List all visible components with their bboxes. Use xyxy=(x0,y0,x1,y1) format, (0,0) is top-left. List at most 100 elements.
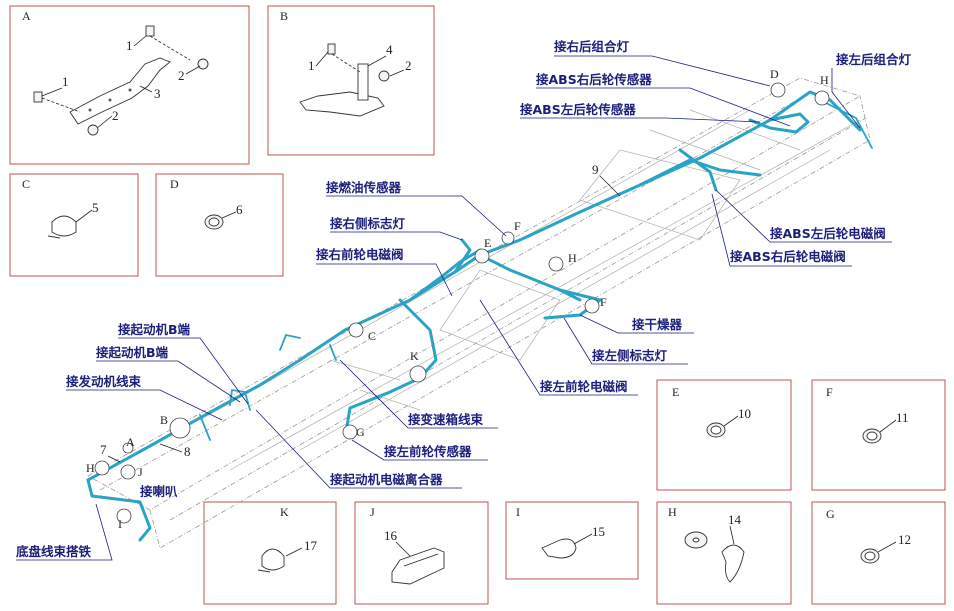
label-starter-clutch: 接起动机电磁离合器 xyxy=(330,472,443,487)
part-num-1b: 1 xyxy=(62,74,69,89)
detail-box-d: D 6 xyxy=(155,173,284,277)
detail-letter-f: F xyxy=(826,385,833,399)
callout-i xyxy=(116,508,132,524)
label-right-front-valve: 接右前轮电磁阀 xyxy=(316,247,404,262)
clamp-part-17 xyxy=(257,548,285,573)
bracket-part-3 xyxy=(69,57,171,125)
wiring-harness xyxy=(86,90,873,542)
part-num-15: 15 xyxy=(592,524,605,539)
detail-letter-b: B xyxy=(280,9,288,23)
label-starter-b1: 接起动机B端 xyxy=(118,322,191,337)
nut-part-2-bottom xyxy=(87,124,99,136)
detail-box-b: B 1 4 2 xyxy=(267,5,435,156)
label-abs-left-rear-sensor: 接ABS左后轮传感器 xyxy=(520,102,636,117)
chassis-frame xyxy=(87,77,871,549)
callout-letter-a: A xyxy=(126,435,135,449)
callout-letter-h-mid: H xyxy=(568,251,577,265)
part-num-16: 16 xyxy=(384,528,398,543)
nut-part-2-right xyxy=(197,58,209,70)
part-num-2: 2 xyxy=(405,58,412,73)
callout-letter-i: I xyxy=(118,517,122,531)
connection-labels: 接右后组合灯 接左后组合灯 接ABS右后轮传感器 接ABS左后轮传感器 接燃油传… xyxy=(16,39,912,561)
callout-h-front xyxy=(94,460,110,476)
part-num-3: 3 xyxy=(154,86,161,101)
label-gearbox-harness: 接变速箱线束 xyxy=(408,412,484,427)
detail-letter-h: H xyxy=(668,505,677,519)
bracket-plate xyxy=(299,91,385,117)
detail-letter-e: E xyxy=(672,385,679,399)
callout-k xyxy=(409,365,427,383)
callout-letter-h-rear: H xyxy=(820,73,829,87)
bolt-part-1-top xyxy=(145,25,155,37)
bolt-part-1 xyxy=(327,43,336,55)
label-left-side-marker: 接左侧标志灯 xyxy=(592,348,668,363)
detail-box-j: J 16 xyxy=(354,501,489,605)
callout-letter-h-front: H xyxy=(86,461,95,475)
label-right-rear-lamp: 接右后组合灯 xyxy=(554,39,630,54)
detail-letter-g: G xyxy=(826,507,835,521)
bolt-part-1-left xyxy=(33,91,43,103)
detail-box-i: I 15 xyxy=(505,501,639,580)
label-fuel-sensor: 接燃油传感器 xyxy=(326,180,402,195)
callout-f-right xyxy=(584,298,600,314)
detail-letter-j: J xyxy=(370,505,375,519)
callout-j xyxy=(120,464,136,480)
part-num-6: 6 xyxy=(236,202,243,217)
callout-h-rear xyxy=(814,90,830,106)
callout-letter-e: E xyxy=(484,236,491,250)
detail-box-g: G 12 xyxy=(811,501,946,605)
label-abs-left-rear-valve: 接ABS左后轮电磁阀 xyxy=(770,226,886,241)
bracket-part-4 xyxy=(357,63,369,101)
label-horn: 接喇叭 xyxy=(140,484,178,499)
callout-letter-k: K xyxy=(410,349,419,363)
label-abs-right-rear-sensor: 接ABS右后轮传感器 xyxy=(536,72,652,87)
label-right-side-marker: 接右侧标志灯 xyxy=(330,216,406,231)
nut-part-2 xyxy=(378,70,390,82)
callout-c xyxy=(348,322,364,338)
detail-letter-i: I xyxy=(516,505,520,519)
part-num-12: 12 xyxy=(898,532,911,547)
part-num-11: 11 xyxy=(896,410,909,425)
label-left-front-valve: 接左前轮电磁阀 xyxy=(540,379,628,394)
callout-letter-g: G xyxy=(356,425,365,439)
label-left-front-sensor: 接左前轮传感器 xyxy=(384,444,472,459)
part-num-4: 4 xyxy=(386,42,393,57)
callout-letter-f-right: F xyxy=(600,295,607,309)
detail-letter-a: A xyxy=(22,9,31,23)
detail-box-c: C 5 xyxy=(9,173,139,277)
detail-box-k: K 17 xyxy=(203,501,337,605)
label-chassis-ground: 底盘线束搭铁 xyxy=(16,544,92,559)
callout-e xyxy=(474,248,490,264)
part-num-1a: 1 xyxy=(126,38,133,53)
clamp-part-5 xyxy=(47,215,77,239)
callout-markers: D H E F H F C K G B A H J I xyxy=(86,67,830,531)
label-abs-right-rear-valve: 接ABS右后轮电磁阀 xyxy=(730,249,846,264)
part-num-5: 5 xyxy=(92,200,99,215)
callout-d xyxy=(770,82,786,98)
callout-letter-f-top: F xyxy=(514,219,521,233)
callout-b xyxy=(169,417,191,439)
part-num-2a: 2 xyxy=(178,68,185,83)
part-num-10: 10 xyxy=(738,406,751,421)
callout-g xyxy=(342,424,358,440)
label-dryer: 接干燥器 xyxy=(632,317,683,332)
label-left-rear-lamp: 接左后组合灯 xyxy=(836,52,912,67)
callout-letter-c: C xyxy=(368,329,376,343)
detail-box-e: E 10 xyxy=(656,379,792,491)
detail-box-f: F 11 xyxy=(811,379,946,491)
part-num-7: 7 xyxy=(100,442,107,457)
part-num-17: 17 xyxy=(304,538,318,553)
detail-letter-k: K xyxy=(280,505,289,519)
callout-h-mid xyxy=(548,256,564,272)
detail-letter-c: C xyxy=(22,177,30,191)
part-num-14: 14 xyxy=(728,512,742,527)
harness-number-9: 9 xyxy=(592,162,599,177)
callout-a xyxy=(122,442,134,454)
callout-letter-d: D xyxy=(770,67,779,81)
label-starter-b2: 接起动机B端 xyxy=(96,345,169,360)
label-engine-harness: 接发动机线束 xyxy=(66,374,142,389)
callout-letter-j: J xyxy=(138,465,143,479)
channel-part-16 xyxy=(391,547,445,585)
detail-box-h: H 14 xyxy=(656,501,792,605)
